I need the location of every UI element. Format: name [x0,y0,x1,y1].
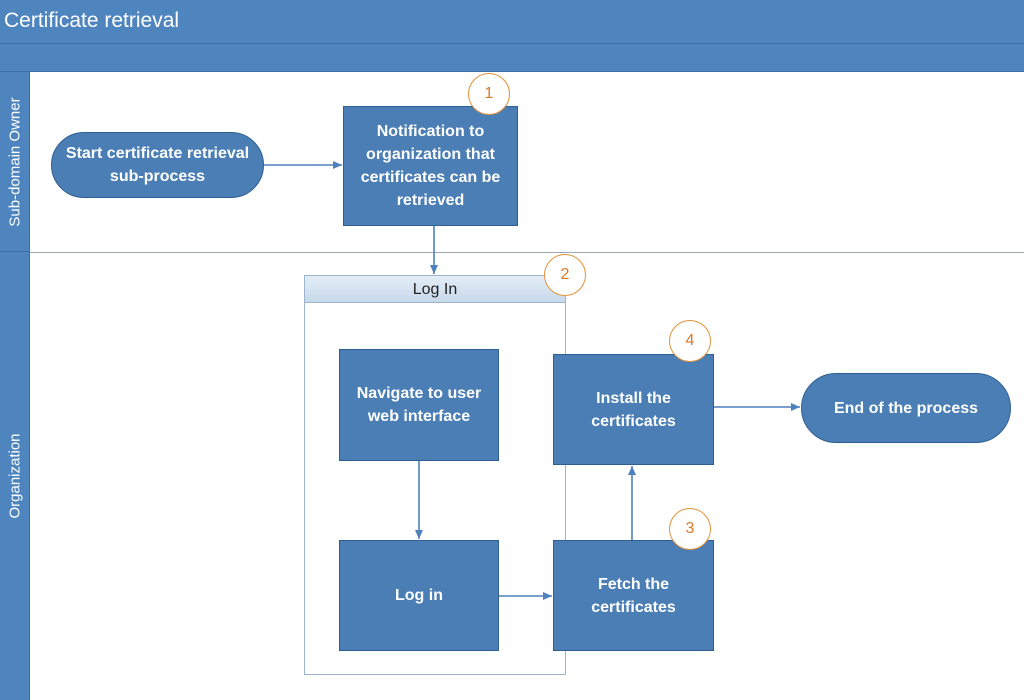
notification-line-2: organization that [366,146,495,163]
end-line-1: End of the process [833,399,979,417]
title-sub-bar [0,44,1024,72]
start-node: Start certificate retrieval sub-process [51,132,264,198]
diagram-title: Certificate retrieval [0,0,1024,44]
navigate-line-2: web interface [367,408,471,425]
fetch-line-2: certificates [591,598,676,616]
end-node: End of the process [801,373,1011,443]
step-badge-4: 4 [669,320,711,362]
step-badge-1: 1 [468,73,510,115]
lane-label-organization: Organization [6,433,23,519]
notification-line-3: certificates can be [360,169,501,186]
start-line-2: sub-process [109,168,206,185]
lane-label-owner: Sub-domain Owner [6,96,23,227]
login-group: Log In [304,275,566,675]
login-line-1: Log in [395,587,443,604]
install-line-1: Install the [596,389,671,407]
fetch-line-1: Fetch the [597,575,670,593]
notification-line-1: Notification to [376,123,485,140]
lane-sub-domain-owner: Sub-domain Owner [0,72,30,252]
login-group-title: Log In [305,276,565,303]
login-node: Log in [339,540,499,651]
fetch-node: Fetch the certificates [553,540,714,651]
notification-node: Notification to organization that certif… [343,106,518,226]
install-node: Install the certificates [553,354,714,465]
lane-divider [30,252,1024,253]
step-badge-3: 3 [669,508,711,550]
notification-line-4: retrieved [396,192,465,209]
navigate-line-1: Navigate to user [356,385,482,402]
lane-organization: Organization [0,252,30,700]
step-badge-2: 2 [544,254,586,296]
start-line-1: Start certificate retrieval [65,145,250,162]
install-line-2: certificates [591,412,676,430]
navigate-node: Navigate to user web interface [339,349,499,461]
